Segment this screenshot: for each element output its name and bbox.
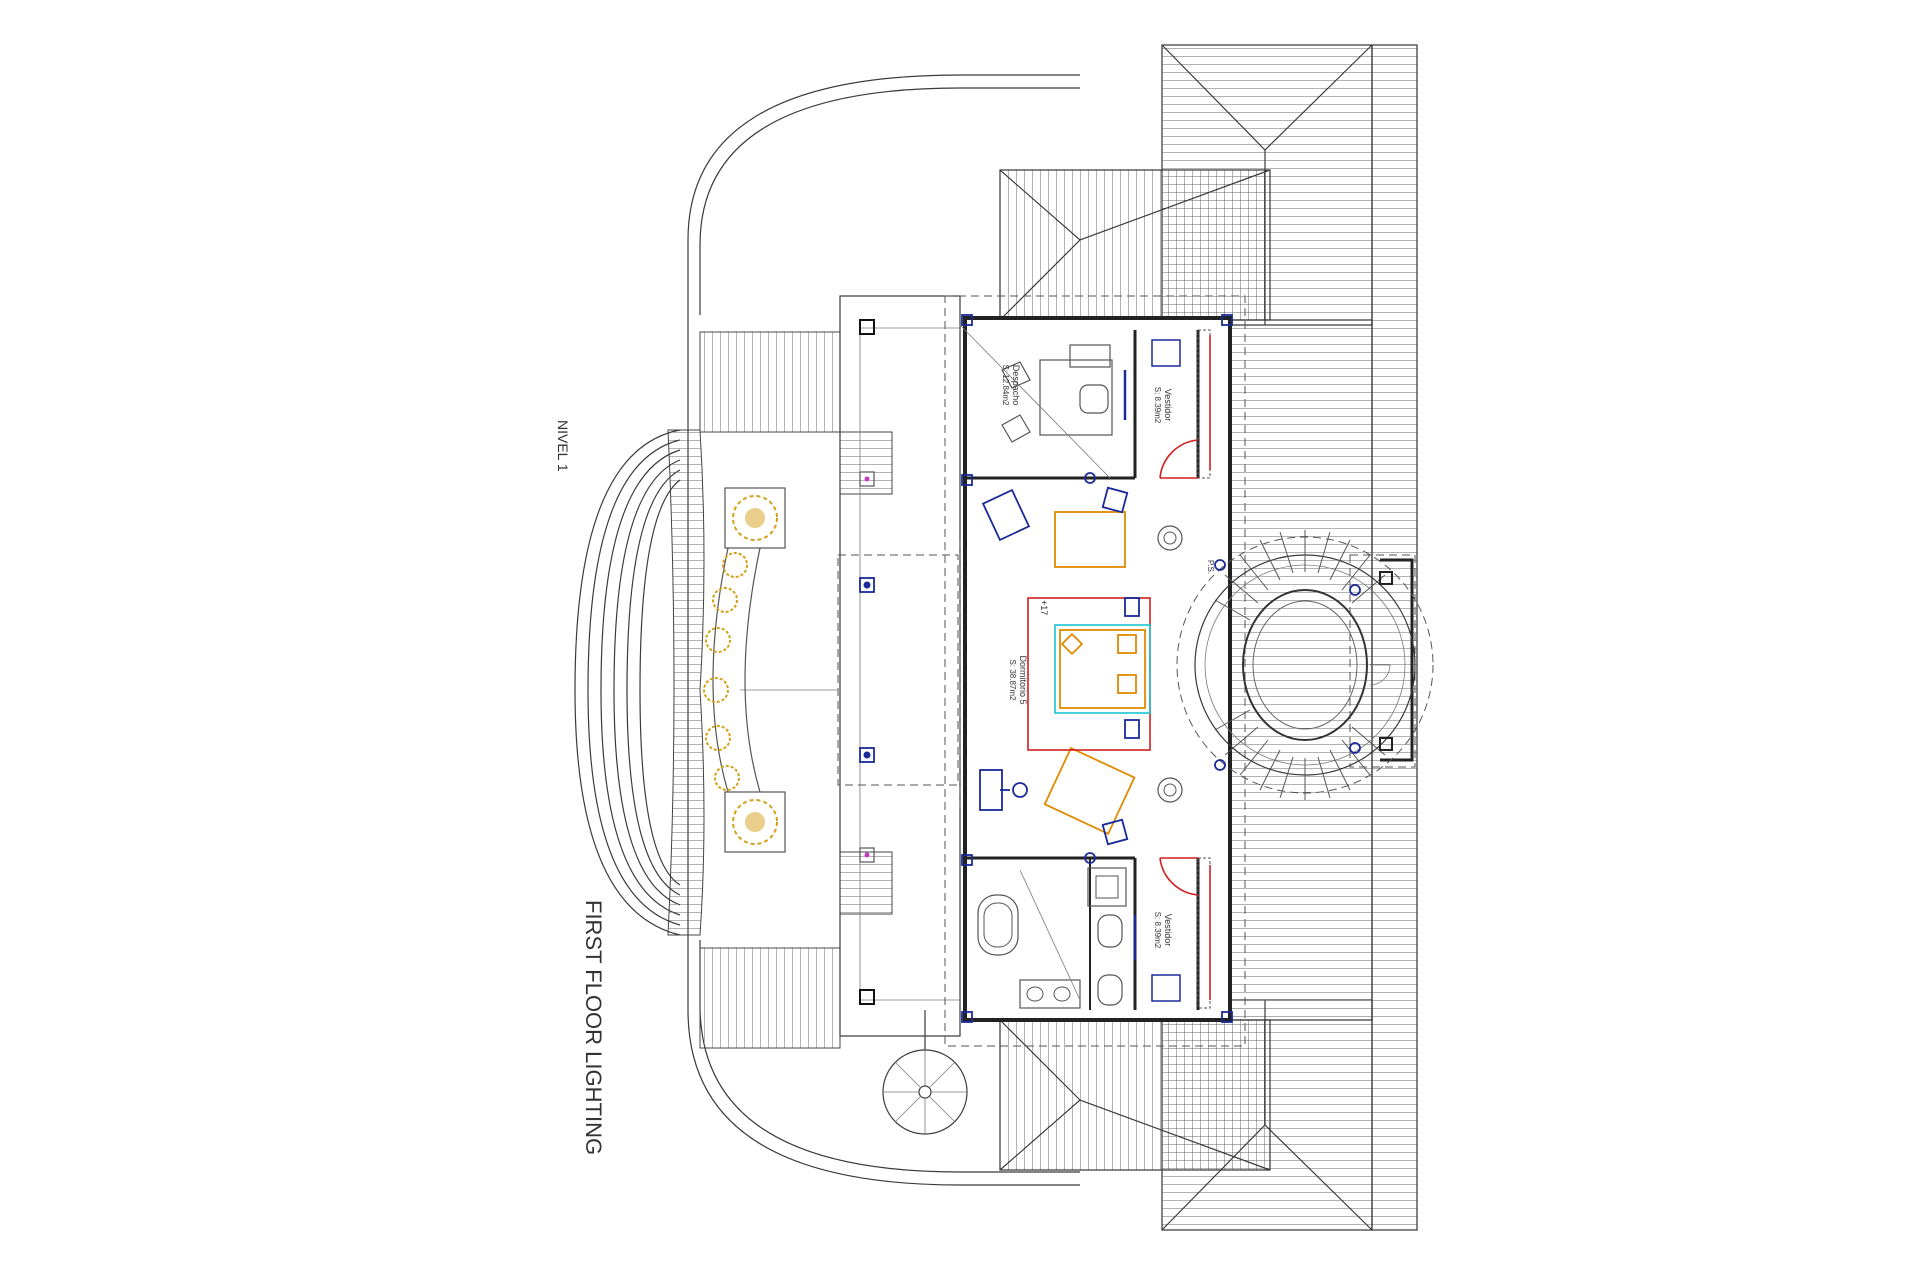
balcony-hatching <box>667 429 705 936</box>
office-furniture <box>959 324 1127 479</box>
room-area-dressing-bottom: S: 8.39m2 <box>1153 912 1162 949</box>
drawing-title: FIRST FLOOR LIGHTING <box>581 900 606 1155</box>
column-marker <box>859 319 875 335</box>
level-mark: +17 <box>1039 600 1049 615</box>
room-label-dressing-bottom: Vestidor <box>1163 914 1173 947</box>
room-area-bedroom: S: 38.87m2 <box>1008 660 1017 701</box>
uplight-icon <box>859 747 875 763</box>
room-area-dressing-top: S: 8.39m2 <box>1153 387 1162 424</box>
steps-bottom-landing <box>839 851 893 915</box>
room-label-dressing-top: Vestidor <box>1163 389 1173 422</box>
planter-top <box>724 487 786 549</box>
stair-mark: P.S. <box>1206 560 1215 574</box>
uplight-icon <box>863 751 871 759</box>
wall-light-icon <box>859 847 875 863</box>
small-spiral-stair <box>882 1010 968 1135</box>
steps-top-landing <box>839 431 893 495</box>
bathroom-fixtures <box>977 867 1137 1009</box>
wall-light-icon <box>864 476 870 482</box>
wall-light-icon <box>864 852 870 858</box>
roof-bottom <box>999 999 1373 1231</box>
building-walls <box>944 295 1246 1047</box>
spiral-staircase <box>1176 530 1434 800</box>
level-label: NIVEL 1 <box>555 420 571 472</box>
steps-top-left <box>699 331 841 433</box>
dressing-room-bottom <box>1151 857 1211 1009</box>
bedroom-furniture <box>959 486 1151 846</box>
roof-right <box>1229 44 1418 1231</box>
structural-columns <box>961 314 1233 1023</box>
roof-top <box>999 44 1373 326</box>
uplight-icon <box>863 581 871 589</box>
terrace-platform <box>740 295 961 1037</box>
uplight-icon <box>859 577 875 593</box>
steps-bottom-left <box>699 947 841 1049</box>
column-marker <box>859 989 875 1005</box>
dressing-room-top <box>1151 329 1211 479</box>
wall-light-icon <box>859 471 875 487</box>
pendant-lamp-icon <box>1157 525 1183 803</box>
planter-bottom <box>724 791 786 853</box>
planter-arc <box>703 547 761 793</box>
room-label-bedroom: Dormitorio 5 <box>1018 655 1028 704</box>
room-label-office: Despacho <box>1011 365 1021 406</box>
curved-steps <box>574 429 681 936</box>
room-area-office: S: 12.84m2 <box>1001 365 1010 406</box>
